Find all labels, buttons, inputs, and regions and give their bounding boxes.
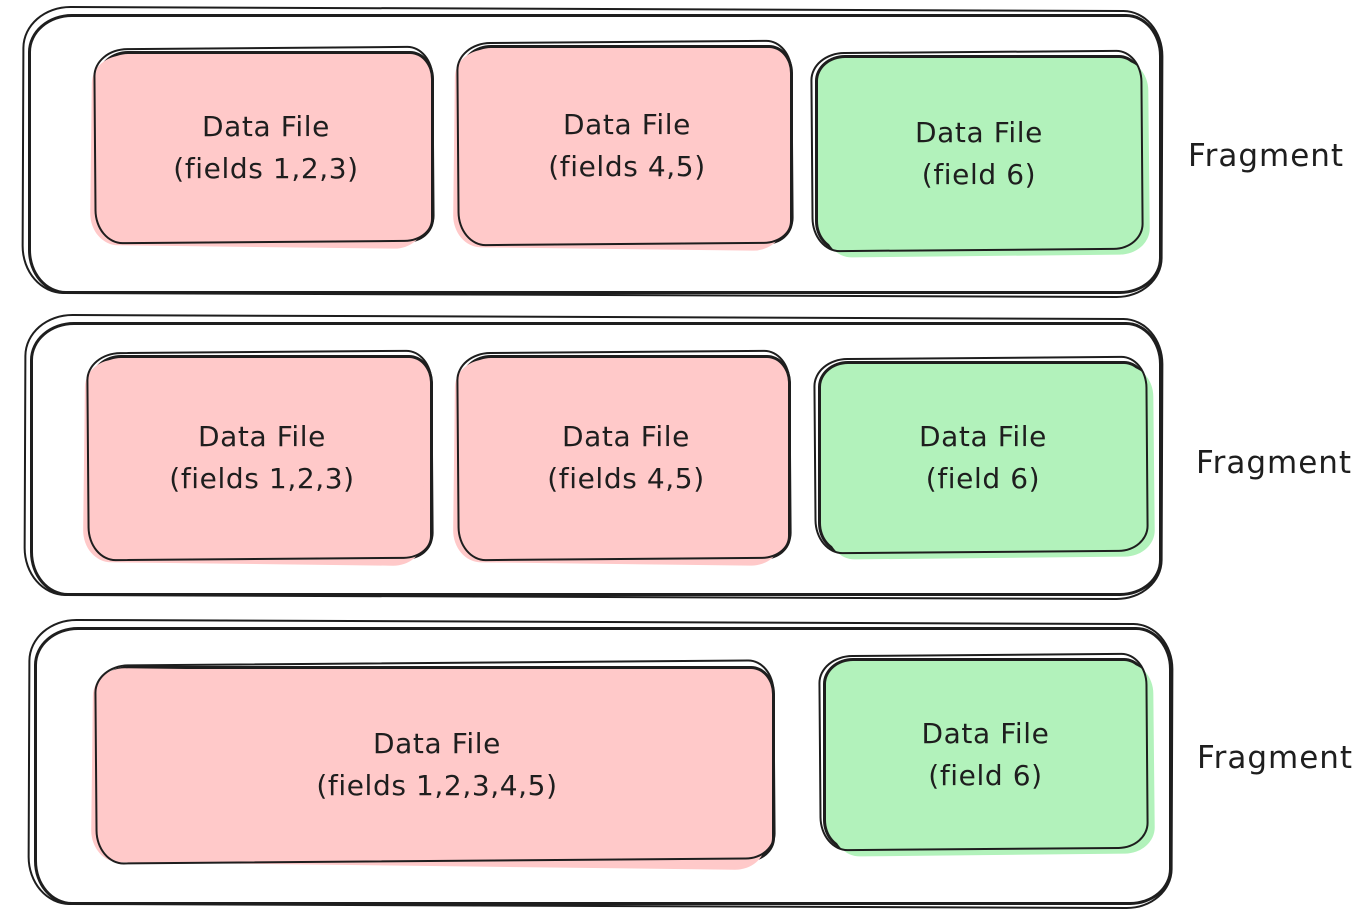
data-file-title: Data File (914, 115, 1043, 149)
data-file-fields: (fields 4,5) (547, 462, 705, 495)
data-file-fields: (fields 1,2,3) (169, 462, 355, 495)
data-file-fields: (fields 1,2,3) (173, 151, 359, 185)
data-file-fields: (fields 1,2,3,4,5) (316, 768, 558, 802)
data-file-fields: (fields 4,5) (548, 149, 706, 183)
data-file-card-fields-4-5: Data File (fields 4,5) (461, 355, 791, 560)
fragment-label-2: Fragment (1196, 445, 1353, 481)
fragment-label-1: Fragment (1188, 138, 1345, 174)
data-file-title: Data File (197, 420, 326, 453)
fragment-container-2: Data File (fields 1,2,3) Data File (fiel… (30, 322, 1162, 596)
data-file-title: Data File (918, 419, 1047, 453)
data-file-title: Data File (561, 420, 690, 453)
data-file-card-fields-4-5: Data File (fields 4,5) (461, 45, 793, 245)
data-file-card-fields-1-2-3-4-5: Data File (fields 1,2,3,4,5) (99, 666, 775, 862)
data-file-fields: (field 6) (921, 157, 1037, 191)
data-file-title: Data File (201, 109, 330, 143)
data-file-card-fields-1-2-3: Data File (fields 1,2,3) (98, 51, 434, 243)
data-file-title: Data File (921, 716, 1050, 750)
fragment-container-1: Data File (fields 1,2,3) Data File (fiel… (28, 14, 1162, 294)
data-file-fields: (field 6) (928, 758, 1043, 792)
data-file-title: Data File (372, 726, 501, 760)
fragment-label-3: Fragment (1197, 740, 1354, 776)
data-file-title: Data File (562, 107, 691, 141)
data-file-card-field-6: Data File (field 6) (823, 658, 1148, 850)
data-file-card-fields-1-2-3: Data File (fields 1,2,3) (91, 355, 433, 560)
data-file-fields: (field 6) (925, 461, 1041, 495)
data-file-card-field-6: Data File (field 6) (815, 55, 1143, 251)
data-file-card-field-6: Data File (field 6) (818, 361, 1148, 553)
fragment-container-3: Data File (fields 1,2,3,4,5) Data File (… (34, 627, 1172, 905)
